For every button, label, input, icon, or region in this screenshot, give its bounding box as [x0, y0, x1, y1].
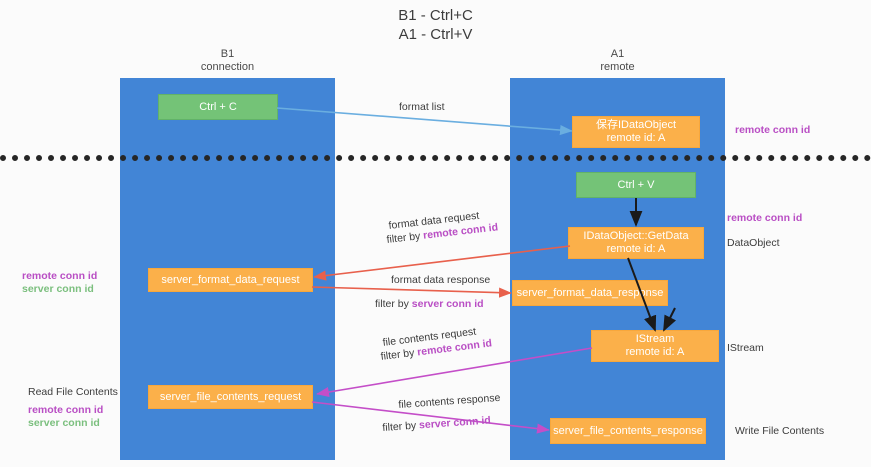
edge-label-format-list: format list [399, 101, 445, 113]
filter-prefix: filter by [382, 419, 420, 434]
node-server-format-data-response[interactable]: server_format_data_response [512, 280, 668, 306]
annotation-write-file-contents: Write File Contents [735, 425, 825, 437]
diagram-title: B1 - Ctrl+C A1 - Ctrl+V [398, 7, 473, 43]
lane-header-a1: A1 remote [600, 48, 635, 73]
node-ctrl-c[interactable]: Ctrl + C [158, 94, 278, 120]
filter-key-server-conn-id: server conn id [411, 298, 484, 310]
edge-format-data-response [311, 286, 512, 298]
annotation-istream: IStream [727, 342, 764, 354]
node-idataobject-getdata[interactable]: IDataObject::GetData remote id: A [568, 227, 704, 259]
filter-prefix: filter by [386, 229, 424, 246]
annotation-remote-conn-id-mid: remote conn id [727, 212, 803, 224]
node-istream[interactable]: IStream remote id: A [591, 330, 719, 362]
node-server-file-contents-response[interactable]: server_file_contents_response [550, 418, 706, 444]
node-server-file-contents-request[interactable]: server_file_contents_request [148, 385, 313, 409]
edge-label-file-contents-response-text: file contents response [398, 391, 501, 411]
edge-label-format-data-response-filter: filter by server conn id [375, 298, 484, 311]
annotation-dataobject: DataObject [727, 237, 780, 249]
node-save-idataobject[interactable]: 保存IDataObject remote id: A [572, 116, 700, 148]
annotation-remote-conn-id-top: remote conn id [735, 124, 811, 136]
node-ctrl-v[interactable]: Ctrl + V [576, 172, 696, 198]
edge-label-file-contents-response: file contents response [398, 392, 501, 412]
filter-key-server-conn-id: server conn id [418, 414, 492, 432]
annotation-read-file-contents: Read File Contents [28, 386, 118, 398]
node-server-format-data-request[interactable]: server_format_data_request [148, 268, 313, 292]
phase-divider [0, 155, 871, 161]
annotation-left-server-conn-id: server conn id [22, 283, 94, 295]
annotation-left-remote-conn-id: remote conn id [22, 270, 98, 282]
lane-header-b1: B1 connection [200, 48, 255, 73]
edge-label-file-contents-response-filter: filter by server conn id [382, 414, 491, 435]
annotation-left-server-conn-id-2: server conn id [28, 417, 100, 429]
edge-label-format-data-response: format data response [391, 274, 491, 286]
annotation-left-remote-conn-id-2: remote conn id [28, 404, 104, 416]
filter-prefix: filter by [375, 298, 412, 310]
